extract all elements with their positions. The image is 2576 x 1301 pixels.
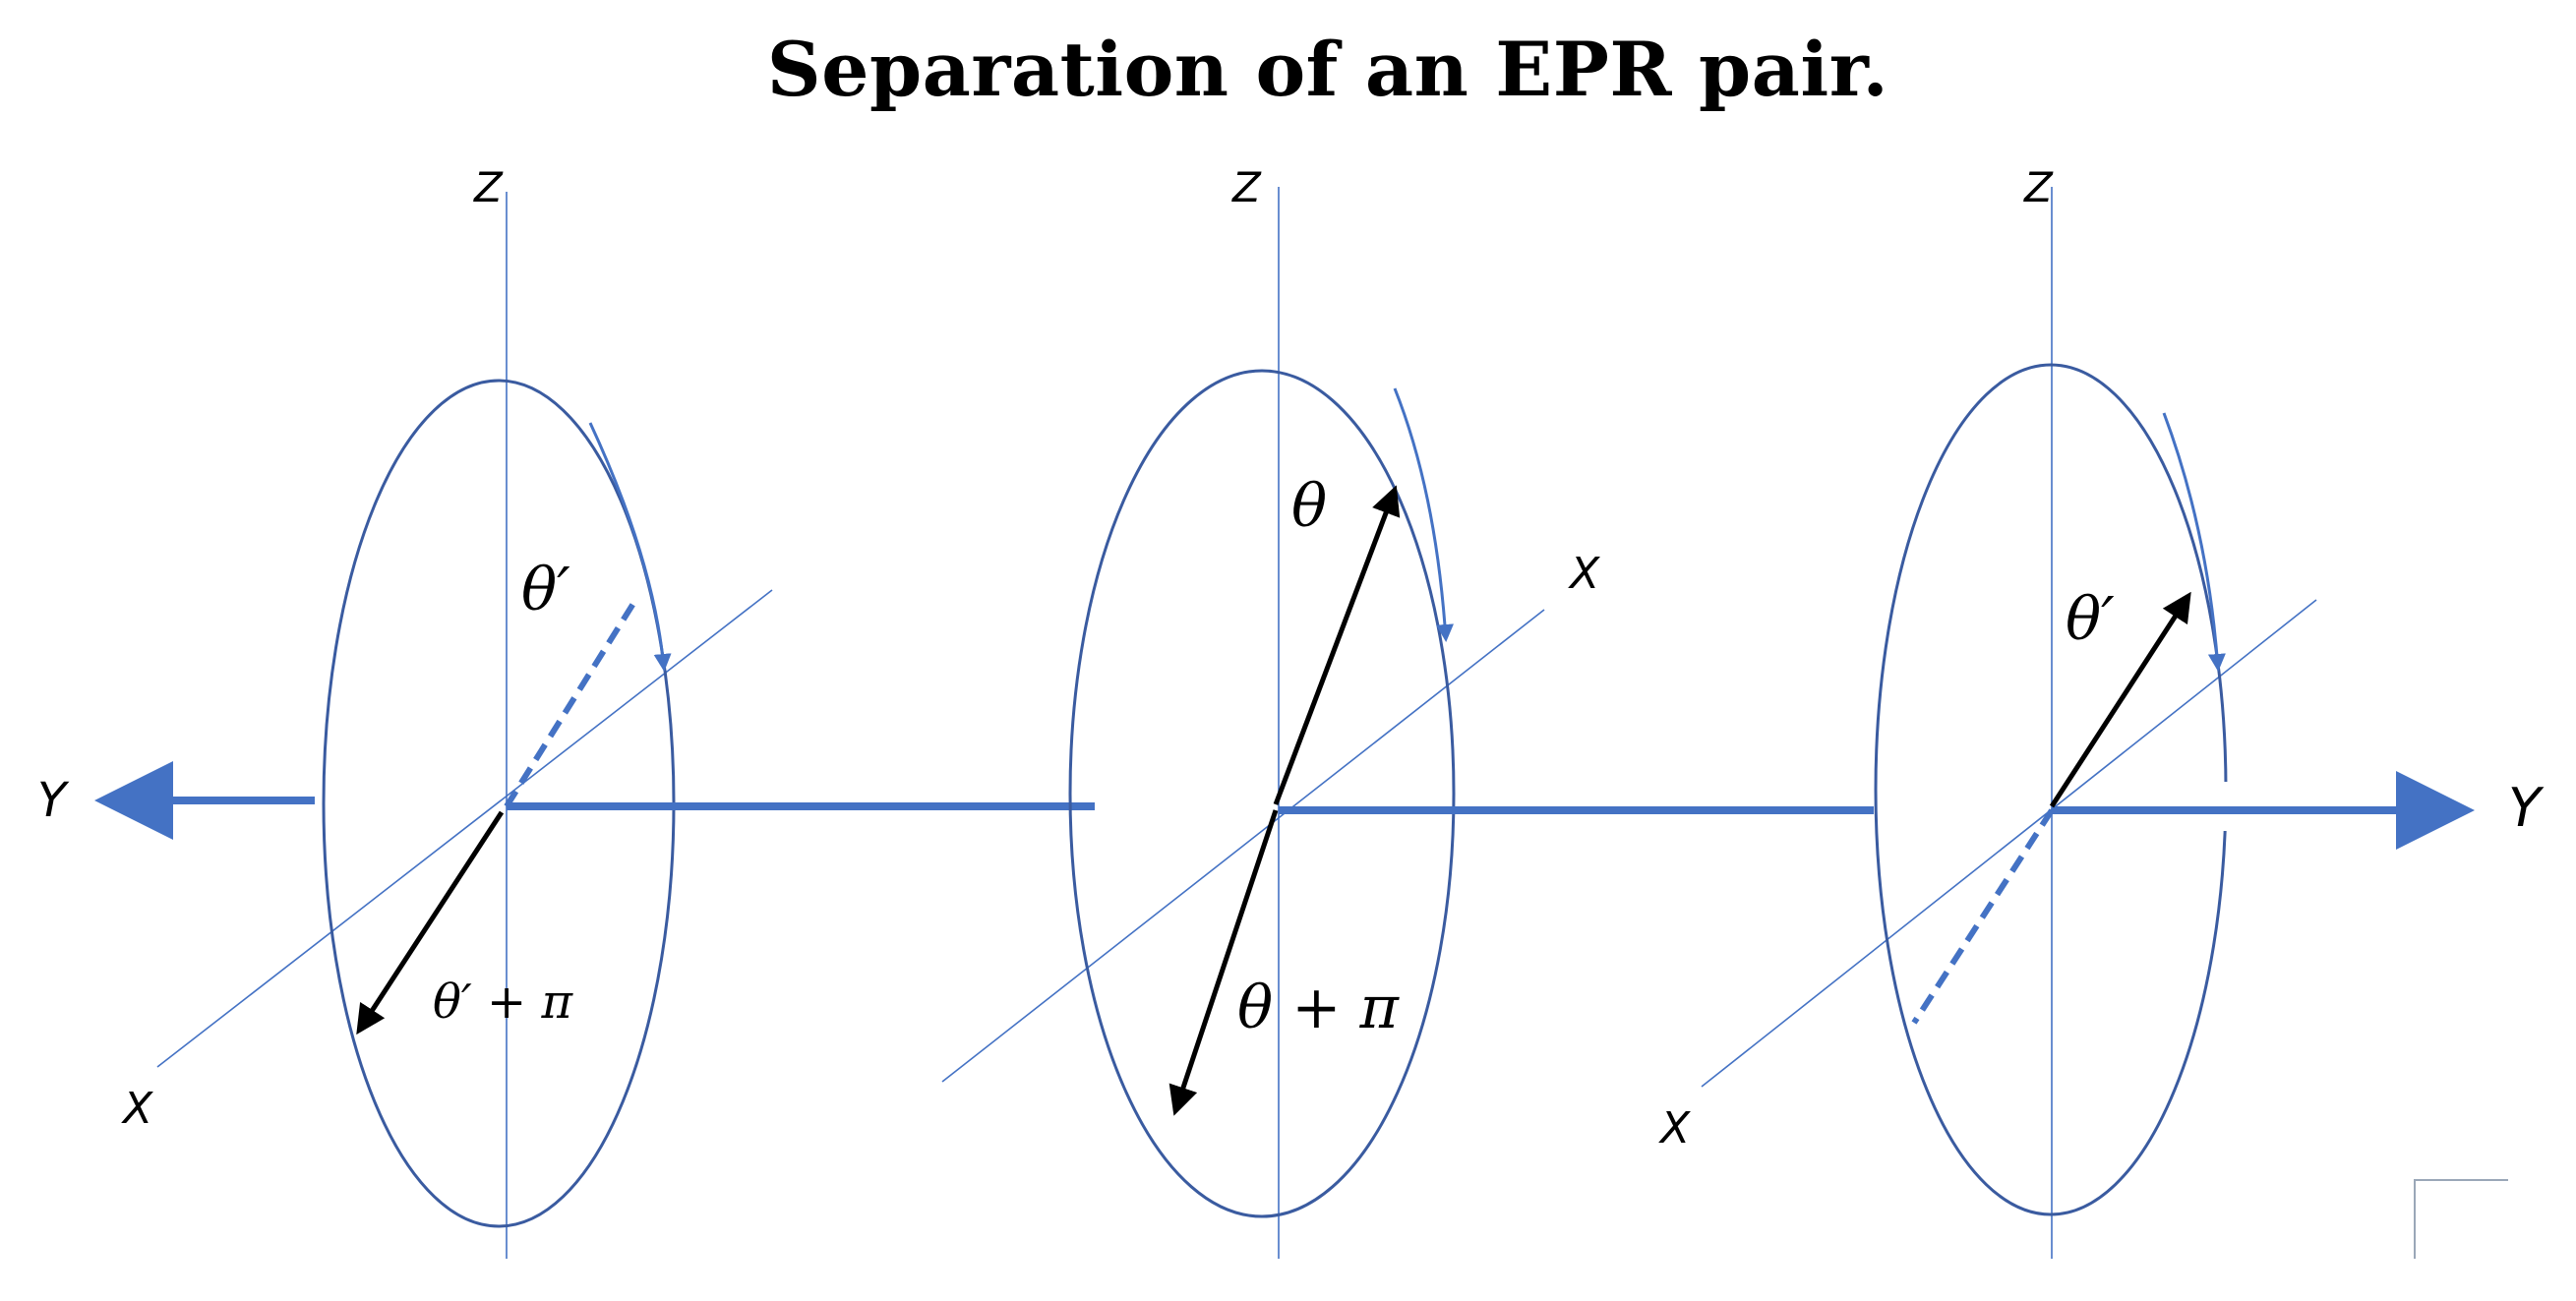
middle-frame: Z X θ θ + π [941,163,1874,1259]
right-ellipse [1874,363,2228,1216]
right-frame: Z X Y θ′ [1658,163,2545,1259]
left-y-label: Y [37,773,70,828]
middle-x-axis [941,609,1545,1083]
left-x-label: X [121,1084,153,1134]
left-z-label: Z [473,163,504,211]
right-x-axis [1701,599,2317,1088]
right-z-label: Z [2023,163,2054,211]
diagram-title: Separation of an EPR pair. [766,26,1889,113]
right-dashed-vector [1911,808,2055,1025]
right-angle-label: θ′ [2066,585,2115,654]
left-opposite-label: θ′ + π [433,975,574,1030]
middle-z-label: Z [1231,163,1262,211]
middle-black-vector-up [1273,485,1401,805]
right-rotation-arrow [2162,412,2226,672]
right-x-label: X [1658,1103,1691,1153]
left-rotation-arrow [588,422,672,672]
middle-black-vector-down [1168,809,1279,1116]
left-angle-label: θ′ [521,556,570,624]
right-y-label: Y [2508,777,2545,839]
middle-ellipse [1068,369,1456,1218]
middle-opposite-label: θ + π [1237,974,1401,1042]
middle-x-label: X [1568,549,1600,599]
middle-angle-label: θ [1291,472,1327,541]
left-dashed-vector [504,600,637,808]
middle-rotation-arrow [1393,387,1454,642]
left-frame: Z X Y θ′ θ′ + π [37,163,1095,1259]
left-black-vector [356,810,505,1035]
corner-mark [2414,1179,2508,1259]
right-black-vector [2049,591,2191,808]
